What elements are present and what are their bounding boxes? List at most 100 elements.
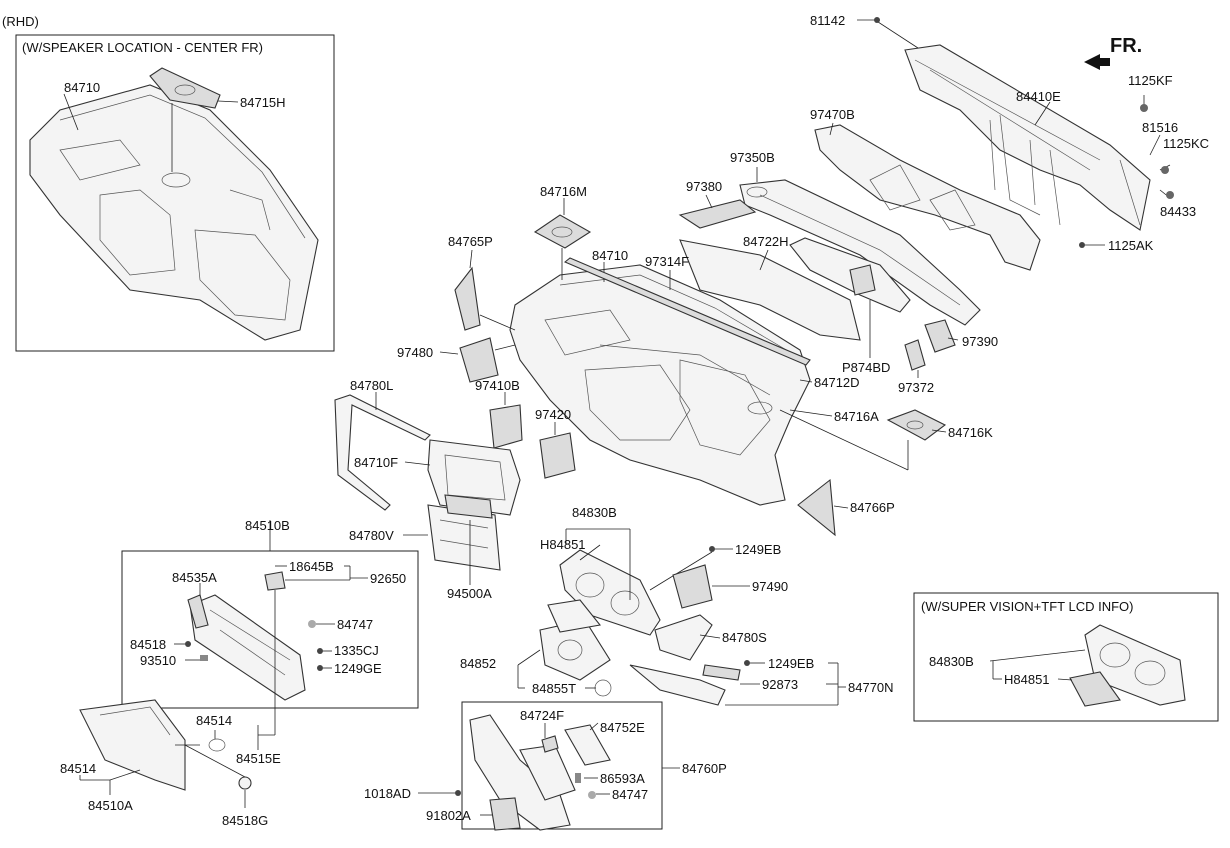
vent-97410b-icon (489, 404, 523, 449)
trim-84770n-icon (629, 664, 741, 706)
label-97350b: 97350B (730, 150, 775, 165)
trim-84765p-icon (454, 266, 481, 331)
label-84716m: 84716M (540, 184, 587, 199)
tft-inset-title: (W/SUPER VISION+TFT LCD INFO) (921, 599, 1133, 614)
cover-84716m-icon (533, 214, 592, 249)
label-81516: 81516 (1142, 120, 1178, 135)
panel-84722h-icon (679, 239, 861, 341)
label-84722h: 84722H (743, 234, 789, 249)
clock-94500a-icon (444, 494, 493, 519)
label-84780s: 84780S (722, 630, 767, 645)
label-84712d: 84712D (814, 375, 860, 390)
label-84710-inset: 84710 (64, 80, 100, 95)
defroster-nozzle-icon (739, 179, 981, 326)
speaker-inset-title: (W/SPEAKER LOCATION - CENTER FR) (22, 40, 263, 55)
label-84716a: 84716A (834, 409, 879, 424)
clip-84724f-icon (541, 735, 559, 753)
label-84855t: 84855T (532, 681, 576, 696)
label-1125ak: 1125AK (1108, 238, 1154, 253)
label-84752e: 84752E (600, 720, 645, 735)
label-84780l: 84780L (350, 378, 393, 393)
front-arrow-icon (1084, 54, 1110, 70)
glovebox-lid-icon (79, 699, 186, 791)
inset-dashboard-icon (29, 84, 319, 341)
speaker-inset-box (15, 34, 335, 352)
label-1249ge: 1249GE (334, 661, 382, 676)
label-84830b-main: 84830B (572, 505, 617, 520)
label-84433: 84433 (1160, 204, 1196, 219)
label-84710f: 84710F (354, 455, 398, 470)
label-93510: 93510 (140, 653, 176, 668)
cluster-fascia-icon (559, 549, 661, 636)
label-97380: 97380 (686, 179, 722, 194)
bracket-p874bd-icon (789, 237, 911, 313)
label-84518g: 84518G (222, 813, 268, 828)
label-91802a: 91802A (426, 808, 471, 823)
label-84852: 84852 (460, 656, 496, 671)
label-84514-left: 84514 (60, 761, 96, 776)
label-p874bd: P874BD (842, 360, 890, 375)
label-1018ad: 1018AD (364, 786, 411, 801)
duct-97380-icon (678, 199, 757, 229)
strip-97314f-icon (563, 257, 811, 366)
label-97410b: 97410B (475, 378, 520, 393)
label-92873: 92873 (762, 677, 798, 692)
label-1335cj: 1335CJ (334, 643, 379, 658)
nut-84518g-icon (238, 776, 252, 790)
label-84515e: 84515E (236, 751, 281, 766)
rhd-label: (RHD) (2, 14, 39, 29)
label-84770n: 84770N (848, 680, 894, 695)
label-84410e: 84410E (1016, 89, 1061, 104)
lower-cover-icon (469, 714, 576, 831)
label-92650: 92650 (370, 571, 406, 586)
bumper-84514-icon (208, 738, 226, 752)
label-h84851-tft: H84851 (1004, 672, 1050, 687)
vent-97490-icon (672, 564, 713, 609)
vent-97390-icon (924, 319, 956, 353)
clip-86593a-icon (575, 773, 581, 783)
label-84510a: 84510A (88, 798, 133, 813)
label-84510b: 84510B (245, 518, 290, 533)
label-97314f: 97314F (645, 254, 689, 269)
garnish-84780s-icon (654, 614, 713, 661)
ring-84855t-icon (594, 679, 612, 697)
label-18645b: 18645B (289, 559, 334, 574)
label-1249eb-top: 1249EB (735, 542, 781, 557)
label-84514-right: 84514 (196, 713, 232, 728)
speaker-cover-icon (149, 67, 221, 109)
trim-84766p-icon (797, 478, 836, 537)
label-86593a: 86593A (600, 771, 645, 786)
label-84760p: 84760P (682, 761, 727, 776)
vent-97372-icon (904, 339, 926, 371)
label-97372: 97372 (898, 380, 934, 395)
glovebox-housing-icon (189, 594, 306, 701)
label-1249eb-bot: 1249EB (768, 656, 814, 671)
screw-1249eb-icon (709, 546, 715, 552)
label-94500a: 94500A (447, 586, 492, 601)
label-84830b-tft: 84830B (929, 654, 974, 669)
vent-97480-icon (459, 337, 499, 383)
label-84747-box: 84747 (337, 617, 373, 632)
latch-18645b-icon (264, 571, 286, 591)
bracket-84535a-icon (187, 594, 209, 629)
label-1125kf: 1125KF (1128, 73, 1173, 88)
label-h84851-main: H84851 (540, 537, 586, 552)
label-84710-main: 84710 (592, 248, 628, 263)
lower-cover-kit-box (461, 701, 663, 830)
label-84518: 84518 (130, 637, 166, 652)
duct-97470b-icon (814, 124, 1041, 271)
cover-91802a-icon (489, 797, 521, 831)
label-84715h: 84715H (240, 95, 286, 110)
crossmember-icon (904, 44, 1151, 231)
label-84716k: 84716K (948, 425, 993, 440)
label-97470b: 97470B (810, 107, 855, 122)
label-81142: 81142 (810, 13, 845, 28)
vent-97420-icon (539, 432, 576, 479)
label-97390: 97390 (962, 334, 998, 349)
garnish-84780l-icon (334, 394, 431, 511)
tft-hood-icon (1069, 671, 1121, 707)
front-label: FR. (1110, 35, 1142, 57)
label-97490: 97490 (752, 579, 788, 594)
bracket-84752e-icon (564, 724, 611, 766)
